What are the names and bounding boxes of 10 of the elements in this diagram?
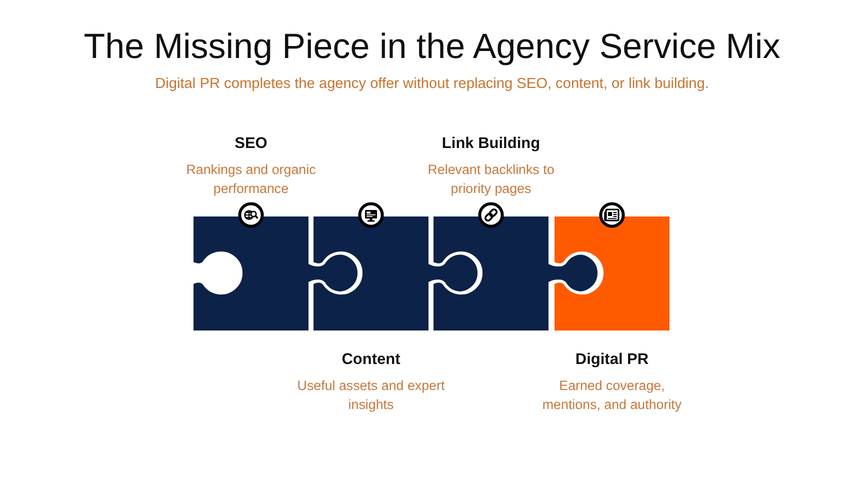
heading: Digital PR [574,350,650,369]
heading: Content [340,350,402,369]
description: Useful assets and expert insights [296,377,446,414]
subtitle: Digital PR completes the agency offer without replacing SEO, content, or link building. [154,75,710,93]
description: Relevant backlinks to priority pages [426,161,556,198]
heading: SEO [234,134,268,153]
title: The Missing Piece in the Agency Service Mix [82,26,782,68]
description: Rankings and organic performance [185,161,317,198]
description: Earned coverage, mentions, and authority [541,377,683,414]
heading: Link Building [440,134,542,153]
